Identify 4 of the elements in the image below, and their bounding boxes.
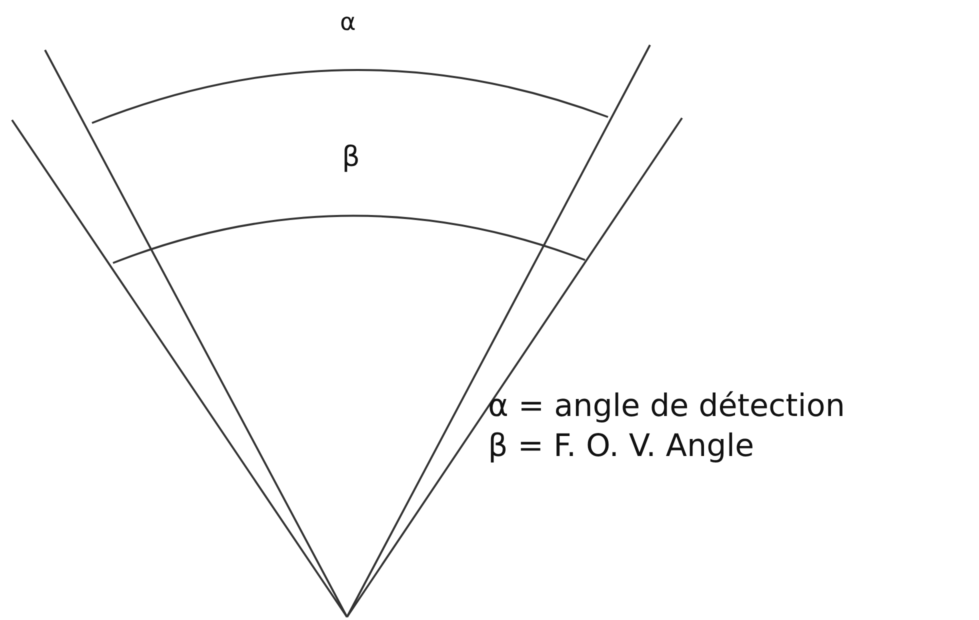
angle-symbol: β xyxy=(342,140,360,173)
legend-text: α = angle de détection xyxy=(488,388,845,424)
angle-symbol: α xyxy=(340,8,356,36)
legend-text: β = F. O. V. Angle xyxy=(488,428,754,464)
